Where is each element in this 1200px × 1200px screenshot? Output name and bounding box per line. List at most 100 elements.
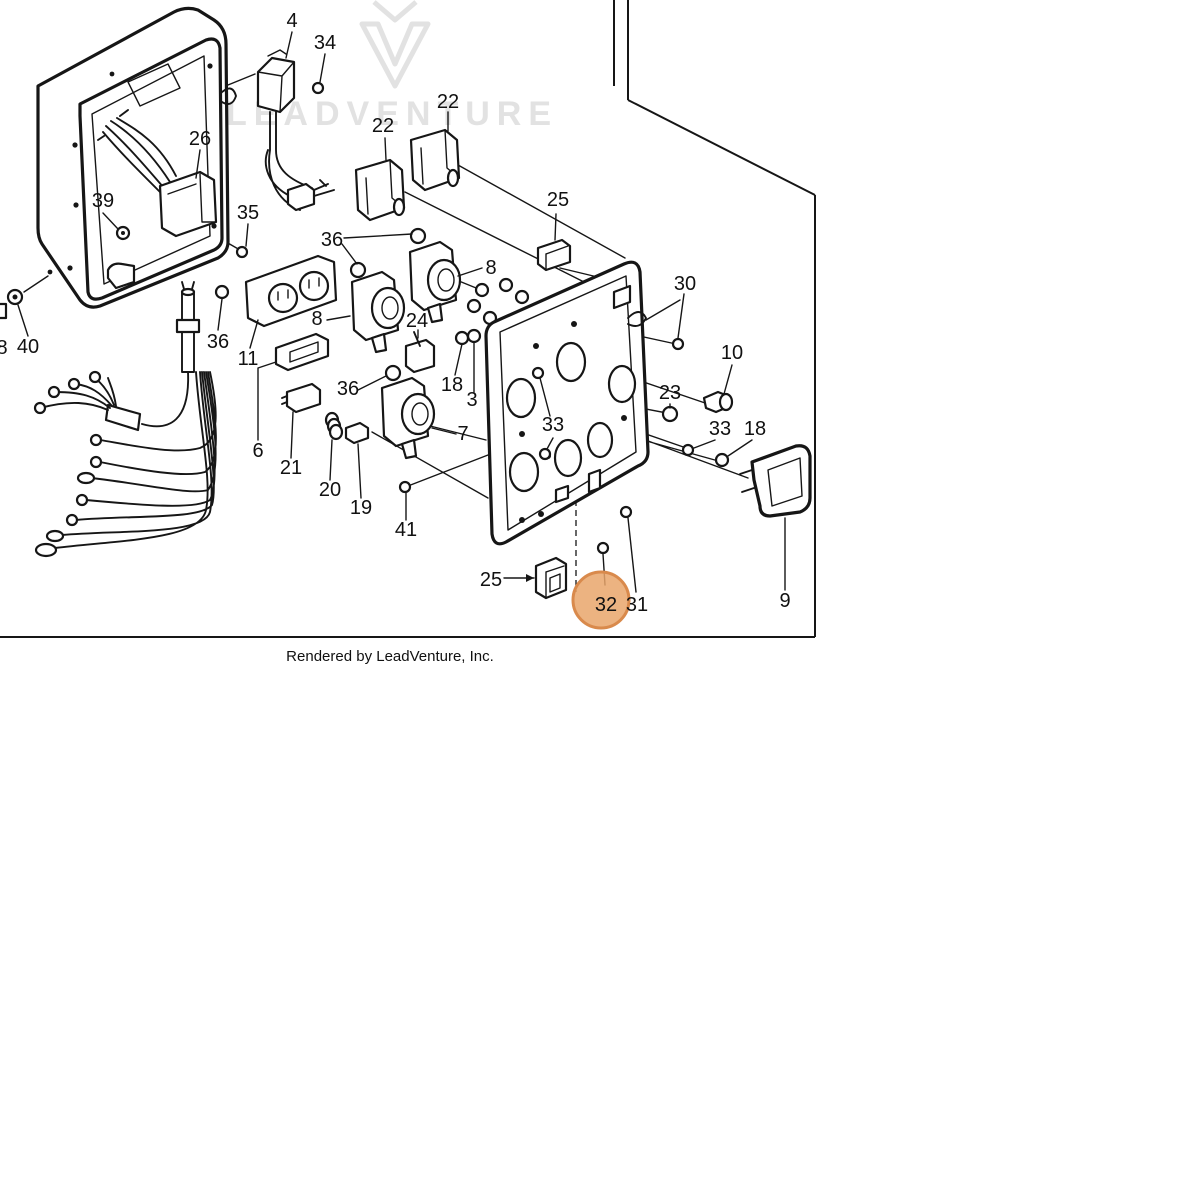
- callout-34[interactable]: 34: [314, 32, 336, 54]
- callout-39[interactable]: 39: [92, 190, 114, 212]
- gauge-face: [767, 457, 803, 507]
- meter-tab: [370, 332, 388, 354]
- nut-18: [714, 452, 730, 468]
- callout-19[interactable]: 19: [350, 497, 372, 519]
- part-41-screw: [398, 480, 412, 494]
- harness-terminal: [33, 401, 47, 415]
- callout-10[interactable]: 10: [721, 342, 743, 364]
- bushing-body: [344, 421, 370, 445]
- callout-35[interactable]: 35: [237, 202, 259, 224]
- harness-grommet: [175, 318, 201, 334]
- callout-22[interactable]: 22: [372, 115, 394, 137]
- meter-face-inner: [411, 402, 429, 426]
- callout-31[interactable]: 31: [626, 594, 648, 616]
- part-18-nut: [714, 452, 730, 468]
- callout-41[interactable]: 41: [395, 519, 417, 541]
- callout-33[interactable]: 33: [709, 418, 731, 440]
- arrowhead-icon: [526, 574, 534, 582]
- panel-screw-hole: [533, 343, 539, 349]
- enclosure-hole: [47, 269, 53, 275]
- nut-36: [349, 261, 367, 279]
- enclosure-hole: [211, 223, 217, 229]
- bushing-23: [661, 405, 679, 423]
- enclosure-wiring: [97, 109, 177, 193]
- panel-nuts: [454, 277, 530, 346]
- enclosure-hole: [73, 202, 79, 208]
- callout-24[interactable]: 24: [406, 310, 428, 332]
- switch-edge: [545, 565, 565, 599]
- module-wires: [264, 111, 313, 211]
- part-6-switch-plate: [274, 332, 330, 372]
- meter-face: [400, 392, 436, 436]
- callout-25[interactable]: 25: [480, 569, 502, 591]
- screw-33: [538, 447, 552, 461]
- callout-32-highlighted[interactable]: 32: [595, 594, 617, 616]
- harness-upper-wires: [39, 377, 117, 411]
- callout-7[interactable]: 7: [457, 423, 468, 445]
- callout-33[interactable]: 33: [542, 414, 564, 436]
- meter-face-inner: [381, 296, 399, 320]
- part-21-switch: [281, 382, 322, 414]
- module-connector: [286, 182, 316, 212]
- enclosure-notch: [106, 262, 136, 290]
- part-11-receptacle: [244, 254, 338, 328]
- callout-9[interactable]: 9: [779, 590, 790, 612]
- relay-edge: [167, 173, 217, 223]
- callout-36[interactable]: 36: [321, 229, 343, 251]
- screw-41: [398, 480, 412, 494]
- callout-18[interactable]: 18: [441, 374, 463, 396]
- callout-8[interactable]: 8: [0, 337, 8, 359]
- callout-21[interactable]: 21: [280, 457, 302, 479]
- harness-lower-wires: [54, 371, 217, 549]
- gauge-studs: [739, 469, 755, 493]
- module-edges: [257, 49, 295, 113]
- enclosure-hole: [109, 71, 115, 77]
- diagram-frame: [0, 0, 816, 638]
- lamp-lens: [718, 392, 734, 412]
- callout-40[interactable]: 40: [17, 336, 39, 358]
- part-10-lamp: [702, 390, 734, 414]
- panel-slot: [587, 468, 602, 494]
- module-body: [256, 56, 296, 114]
- part-32-screw: [596, 541, 610, 555]
- panel-slot: [612, 284, 632, 310]
- part-33-screws: [531, 366, 695, 461]
- callout-8[interactable]: 8: [311, 308, 322, 330]
- render-credit: Rendered by LeadVenture, Inc.: [286, 648, 494, 665]
- part-31-screw: [619, 505, 633, 519]
- callout-3[interactable]: 3: [466, 389, 477, 411]
- part-7-meter: [380, 376, 436, 460]
- spring-coil: [328, 423, 344, 441]
- enclosure-hole: [207, 63, 213, 69]
- screw-30-head: [671, 337, 685, 351]
- highlight-ring: [571, 570, 631, 630]
- callout-labels: 4 34 22 22 26 39 35 25 36 8 30 8 24 10 4…: [0, 10, 791, 616]
- callout-6[interactable]: 6: [252, 440, 263, 462]
- switch-plate-window: [289, 341, 319, 363]
- callout-11[interactable]: 11: [238, 348, 259, 370]
- part-25-switch: [534, 556, 568, 600]
- receptacle-outlet: [267, 282, 299, 314]
- leader-lines: [17, 31, 786, 593]
- panel-screw-hole: [519, 431, 525, 437]
- toggle-body: [404, 338, 436, 374]
- enclosure-hole: [67, 265, 73, 271]
- callout-4[interactable]: 4: [286, 10, 297, 32]
- panel-screw-hole: [538, 511, 544, 517]
- callout-22[interactable]: 22: [437, 91, 459, 113]
- callout-18[interactable]: 18: [744, 418, 766, 440]
- callout-36[interactable]: 36: [207, 331, 229, 353]
- screw-33: [531, 366, 545, 380]
- callout-30[interactable]: 30: [674, 273, 696, 295]
- callout-20[interactable]: 20: [319, 479, 341, 501]
- enclosure-front-face: [78, 37, 224, 301]
- nut: [466, 298, 482, 314]
- callout-8[interactable]: 8: [485, 257, 496, 279]
- part-25-switch: [536, 238, 572, 272]
- callout-26[interactable]: 26: [189, 128, 211, 150]
- receptacle-outlet: [298, 270, 330, 302]
- harness-terminal: [45, 529, 65, 543]
- callout-36[interactable]: 36: [337, 378, 359, 400]
- callout-25[interactable]: 25: [547, 189, 569, 211]
- callout-23[interactable]: 23: [659, 382, 681, 404]
